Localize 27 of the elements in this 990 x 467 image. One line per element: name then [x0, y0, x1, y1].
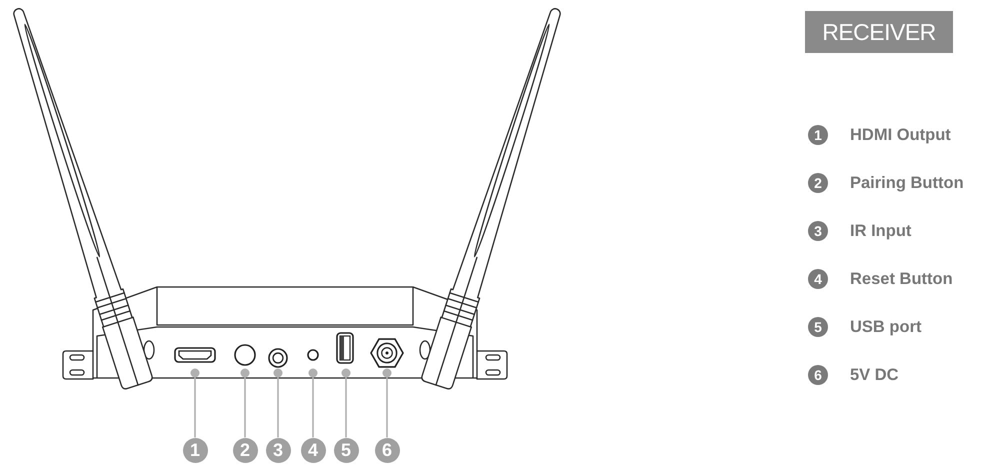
callout-number: 5: [334, 438, 358, 462]
hdmi-port: [174, 347, 216, 363]
callout-number: 6: [808, 365, 828, 385]
leader-line: [274, 367, 282, 438]
callout-number: 3: [266, 438, 290, 462]
ir-jack: [268, 348, 288, 368]
callout-number: 5: [808, 317, 828, 337]
port-label: Reset Button: [850, 269, 953, 289]
port-label: 5V DC: [850, 365, 899, 385]
port-label: IR Input: [850, 221, 912, 241]
port-label: Pairing Button: [850, 173, 964, 193]
dc-power-jack: [370, 338, 404, 368]
callout-number: 2: [808, 173, 828, 193]
port-label: HDMI Output: [850, 125, 951, 145]
port-label: USB port: [850, 317, 922, 337]
callout-number: 3: [808, 221, 828, 241]
callout-number: 6: [374, 438, 400, 462]
callout-number: 1: [182, 438, 208, 462]
reset-button: [307, 349, 319, 361]
leader-line: [382, 366, 392, 438]
callout-number: 4: [300, 438, 326, 462]
callout-number: 4: [808, 269, 828, 289]
callout-number: 1: [808, 125, 828, 145]
title-banner: RECEIVER: [805, 11, 953, 53]
usb-port: [336, 332, 354, 364]
pairing-button: [234, 344, 256, 366]
callout-number: 2: [232, 438, 258, 462]
